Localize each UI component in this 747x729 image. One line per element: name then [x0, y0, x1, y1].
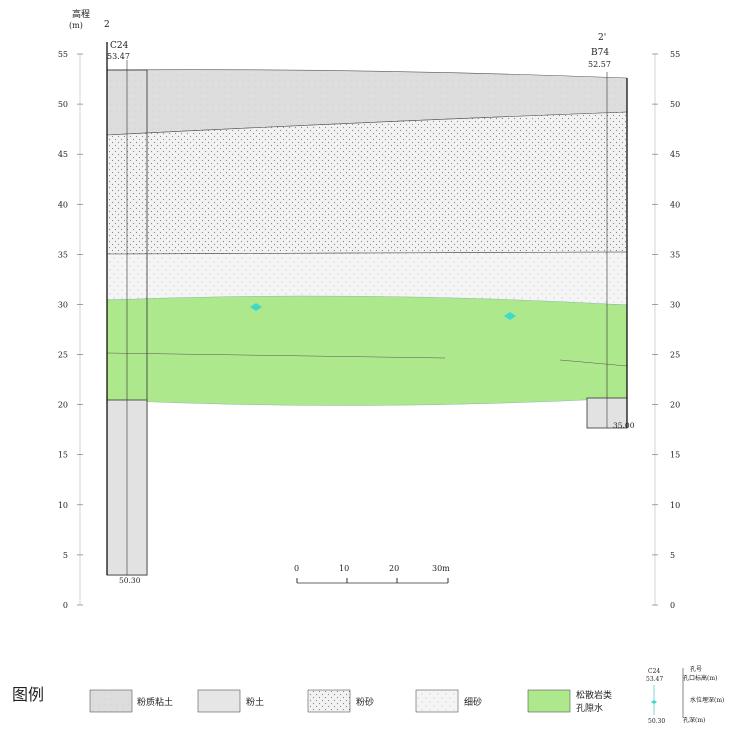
scale-tick-0: 0	[294, 564, 299, 573]
scale-bar: 0 10 20 30m	[294, 564, 450, 584]
left-borehole-bottom: 50.30	[119, 576, 141, 585]
right-borehole: 35.00	[586, 72, 635, 430]
legend-label-fine-sand: 细砂	[464, 696, 482, 708]
right-axis-tick-label: 25	[670, 351, 680, 360]
water-marker-left	[250, 303, 262, 311]
right-axis-tick-label: 5	[670, 551, 675, 560]
left-axis-tick-label: 10	[58, 501, 68, 510]
water-marker-right	[504, 312, 516, 320]
left-axis-tick-label: 20	[58, 401, 68, 410]
right-axis-tick-label: 20	[670, 401, 680, 410]
right-axis-tick-label: 0	[670, 601, 675, 610]
unit-label: (m)	[69, 21, 83, 30]
borehole-key: C24 53.47 50.30 孔号 孔口标高(m) 水位埋深(m) 孔深(m)	[646, 665, 724, 725]
left-section-no: 2	[104, 20, 110, 30]
left-axis-tick-label: 50	[58, 100, 68, 109]
left-borehole: 50.30	[106, 42, 148, 585]
left-axis-tick-label: 30	[58, 300, 68, 309]
right-axis-tick-label: 45	[670, 150, 680, 159]
legend-label-aquifer-2: 孔隙水	[576, 702, 603, 714]
legend-label-silty-sand: 粉砂	[356, 696, 374, 708]
right-axis-tick-label: 35	[670, 250, 680, 259]
right-axis-tick-label: 15	[670, 451, 680, 460]
legend-swatch-aquifer	[527, 689, 571, 713]
left-borehole-id: C24	[110, 41, 129, 51]
key-label-depth: 孔深(m)	[683, 716, 705, 724]
key-label-no: 孔号	[690, 665, 702, 673]
right-axis-tick-label: 55	[670, 50, 680, 59]
left-axis-tick-label: 5	[63, 551, 68, 560]
right-axis-tick-label: 40	[670, 200, 680, 209]
left-axis-tick-label: 0	[63, 601, 68, 610]
left-axis-tick-label: 35	[58, 250, 68, 259]
legend-swatch-fine-sand	[415, 689, 459, 713]
right-section-no: 2'	[598, 33, 606, 43]
legend-label-aquifer-1: 松散岩类	[576, 689, 612, 701]
legend-swatch-silt	[197, 689, 241, 713]
legend-label-silt: 粉土	[246, 696, 264, 708]
left-axis-tick-label: 45	[58, 150, 68, 159]
left-borehole-elevation: 53.47	[107, 52, 130, 61]
right-borehole-id: B74	[591, 48, 609, 58]
scale-tick-20: 20	[389, 564, 399, 573]
key-label-water: 水位埋深(m)	[690, 696, 724, 704]
legend-swatch-silty-clay	[89, 689, 133, 713]
key-borehole-id: C24	[648, 668, 660, 675]
left-axis-tick-label: 40	[58, 200, 68, 209]
right-borehole-elevation: 52.57	[588, 60, 611, 69]
legend-label-silty-clay: 粉质粘土	[137, 696, 173, 708]
right-axis-tick-label: 10	[670, 501, 680, 510]
layer-silty-sand	[106, 111, 628, 255]
layer-aquifer	[106, 295, 628, 406]
legend-title: 图例	[12, 685, 44, 704]
legend: 图例 粉质粘土 粉土 粉砂 细砂 松散岩类 孔隙水	[12, 685, 612, 714]
legend-swatch-silty-sand	[307, 689, 351, 713]
water-markers	[250, 303, 516, 320]
scale-tick-10: 10	[339, 564, 349, 573]
left-axis-tick-label: 25	[58, 351, 68, 360]
left-axis-tick-label: 55	[58, 50, 68, 59]
aquifer-inner-boundary	[106, 352, 446, 359]
scale-tick-30m: 30m	[432, 564, 450, 573]
strata-layers	[106, 69, 628, 406]
key-label-elev: 孔口标高(m)	[683, 674, 717, 682]
right-borehole-bottom: 35.00	[613, 421, 635, 430]
elevation-axes: 0 5 10 15 20 25 30 35 40 45 50 55 0 5 10 15 20 25 30 35 40 45…	[58, 50, 680, 610]
right-axis-tick-label: 50	[670, 100, 680, 109]
left-axis-tick-label: 15	[58, 451, 68, 460]
aquifer-inner-boundary-right	[559, 359, 628, 367]
elevation-label: 高程	[72, 8, 90, 20]
key-borehole-depth: 50.30	[648, 718, 665, 725]
right-axis-tick-label: 30	[670, 300, 680, 309]
key-borehole-elev: 53.47	[646, 676, 663, 683]
